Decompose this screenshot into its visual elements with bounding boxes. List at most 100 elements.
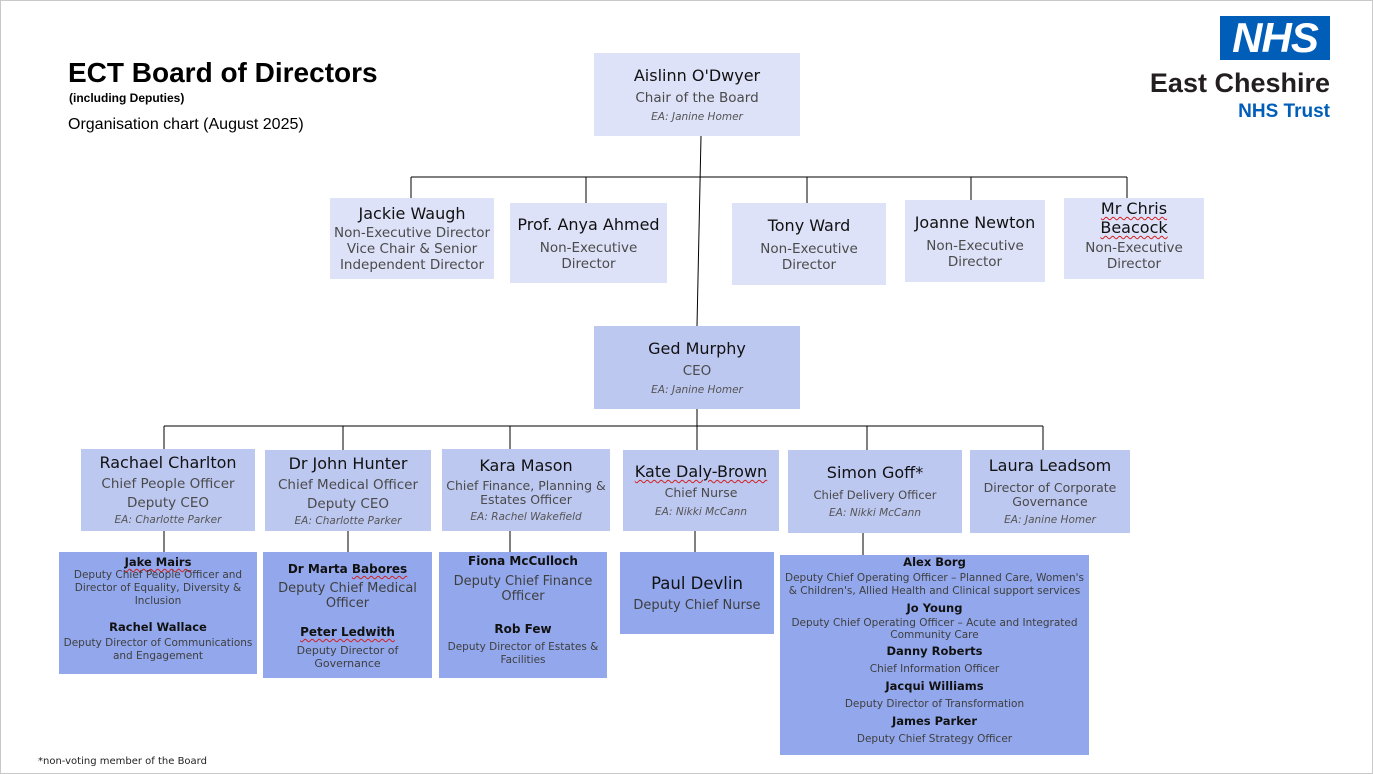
deputies-medical-box: Dr Marta Babores Deputy Chief Medical Of… (263, 552, 432, 678)
exec-box: Kara Mason Chief Finance, Planning & Est… (442, 449, 610, 531)
exec-title: Chief People Officer (101, 476, 235, 492)
chair-ea: EA: Janine Homer (651, 110, 743, 123)
ned-title: Independent Director (339, 257, 485, 273)
ned-box: Jackie Waugh Non-Executive Director Vice… (330, 198, 494, 279)
ned-box: Tony Ward Non-Executive Director (732, 203, 886, 285)
ned-box: Prof. Anya Ahmed Non-Executive Director (510, 203, 667, 283)
deputy-name: Peter Ledwith (300, 625, 395, 639)
ned-title: Director (1106, 256, 1162, 272)
ned-box: Joanne Newton Non-Executive Director (905, 200, 1045, 282)
exec-ea: EA: Nikki McCann (655, 506, 747, 518)
ned-title: Non-Executive Director (333, 225, 491, 241)
exec-name: Laura Leadsom (988, 456, 1112, 475)
exec-ea: EA: Janine Homer (1004, 514, 1096, 526)
deputy-title: Deputy Chief People Officer and (73, 569, 243, 581)
exec-name: Simon Goff* (826, 463, 924, 482)
ned-name: Jackie Waugh (358, 204, 466, 223)
deputy-name: Fiona McCulloch (468, 554, 578, 568)
deputy-name: Alex Borg (903, 555, 966, 569)
deputy-title: Officer (501, 589, 545, 604)
exec-ea: EA: Rachel Wakefield (470, 511, 582, 523)
logo-trust-label: NHS Trust (1238, 101, 1330, 122)
chair-name: Aislinn O'Dwyer (633, 65, 761, 85)
chair-title: Chair of the Board (635, 89, 759, 106)
deputy-title: Community Care (890, 629, 979, 641)
deputy-title: Deputy Chief Operating Officer – Planned… (785, 572, 1084, 584)
ned-title: Director (781, 256, 837, 273)
exec-box: Dr John Hunter Chief Medical Officer Dep… (265, 450, 431, 531)
ned-name: Joanne Newton (914, 212, 1036, 232)
exec-box: Simon Goff* Chief Delivery Officer EA: N… (788, 450, 962, 533)
deputy-title: Deputy Chief Medical (278, 581, 417, 596)
exec-ea: EA: Charlotte Parker (114, 514, 222, 526)
ned-title: Vice Chair & Senior (346, 241, 478, 257)
ceo-ea: EA: Janine Homer (651, 383, 743, 396)
exec-ea: EA: Charlotte Parker (294, 514, 402, 527)
deputy-title: & Children's, Allied Health and Clinical… (788, 585, 1081, 597)
ned-title: Non-Executive (926, 237, 1024, 254)
deputy-title: Officer (325, 596, 370, 611)
deputy-name: Jo Young (906, 601, 963, 615)
chair-box: Aislinn O'Dwyer Chair of the Board EA: J… (594, 53, 800, 136)
exec-name: Kara Mason (479, 456, 573, 475)
nhs-logo: NHS East Cheshire NHS Trust (1136, 16, 1332, 124)
ned-title: Director (947, 253, 1003, 270)
page-subtitle: (including Deputies) (69, 91, 185, 105)
deputy-title: Deputy Chief Operating Officer – Acute a… (791, 617, 1078, 629)
ned-name: Mr Chris Beacock (1100, 199, 1168, 237)
exec-box: Kate Daly-Brown Chief Nurse EA: Nikki Mc… (623, 450, 779, 531)
ned-title: Director (561, 255, 616, 272)
exec-title: Estates Officer (480, 492, 572, 507)
deputies-people-box: Jake Mairs Deputy Chief People Officer a… (59, 552, 257, 674)
deputy-name: Jacqui Williams (885, 679, 984, 693)
deputy-title: Chief Information Officer (869, 663, 1000, 675)
ned-name: Tony Ward (767, 215, 851, 235)
ceo-title: CEO (682, 362, 712, 379)
ned-title: Non-Executive (1085, 240, 1183, 256)
deputies-nursing-box: Paul Devlin Deputy Chief Nurse (620, 552, 774, 634)
deputy-title: Deputy Chief Nurse (633, 597, 761, 613)
deputy-name: Dr Marta Babores (287, 562, 408, 576)
deputy-title: Deputy Chief Finance (453, 574, 593, 589)
deputy-title: Deputy Director of Communications (63, 637, 253, 649)
deputy-title: Deputy Director of Transformation (844, 698, 1025, 710)
exec-title: Chief Medical Officer (277, 476, 419, 493)
exec-title: Chief Delivery Officer (813, 488, 937, 502)
footnote: *non-voting member of the Board (38, 756, 207, 767)
deputy-name: Paul Devlin (651, 573, 743, 593)
deputy-name: Rob Few (494, 622, 552, 636)
exec-box: Rachael Charlton Chief People Officer De… (81, 449, 255, 531)
deputies-delivery-box: Alex Borg Deputy Chief Operating Officer… (780, 555, 1089, 755)
deputy-title: and Engagement (112, 650, 204, 662)
exec-name: Rachael Charlton (99, 453, 237, 472)
chair-ceo-connector (696, 135, 702, 327)
exec-box: Laura Leadsom Director of Corporate Gove… (970, 450, 1130, 533)
ceo-box: Ged Murphy CEO EA: Janine Homer (594, 326, 800, 409)
exec-name: Kate Daly-Brown (634, 462, 768, 481)
deputy-name: Danny Roberts (886, 644, 983, 658)
exec-title: Governance (1012, 494, 1088, 509)
exec-title: Chief Nurse (664, 485, 738, 500)
page-title: ECT Board of Directors (68, 57, 378, 88)
deputy-title: Inclusion (134, 595, 182, 607)
ned-title: Non-Executive (760, 240, 858, 257)
exec-name: Dr John Hunter (288, 453, 408, 473)
exec-title: Deputy CEO (307, 495, 389, 512)
deputies-finance-box: Fiona McCulloch Deputy Chief Finance Off… (439, 552, 607, 678)
logo-trust-name: East Cheshire (1149, 68, 1330, 98)
exec-title: Deputy CEO (127, 495, 209, 511)
exec-title: Chief Finance, Planning & (446, 478, 606, 493)
deputy-name: James Parker (891, 714, 978, 728)
deputy-title: Director of Equality, Diversity & (74, 582, 242, 594)
page-description: Organisation chart (August 2025) (68, 116, 304, 133)
ned-box: Mr Chris Beacock Non-Executive Director (1064, 198, 1204, 279)
deputy-title: Deputy Director of Governance (296, 644, 399, 670)
exec-ea: EA: Nikki McCann (829, 507, 921, 519)
ned-title: Non-Executive (539, 239, 638, 256)
deputy-name: Jake Mairs (124, 555, 192, 569)
ceo-name: Ged Murphy (648, 338, 746, 358)
deputy-title: Facilities (500, 654, 546, 666)
ned-name: Prof. Anya Ahmed (517, 214, 660, 234)
nhs-badge: NHS (1220, 16, 1330, 60)
